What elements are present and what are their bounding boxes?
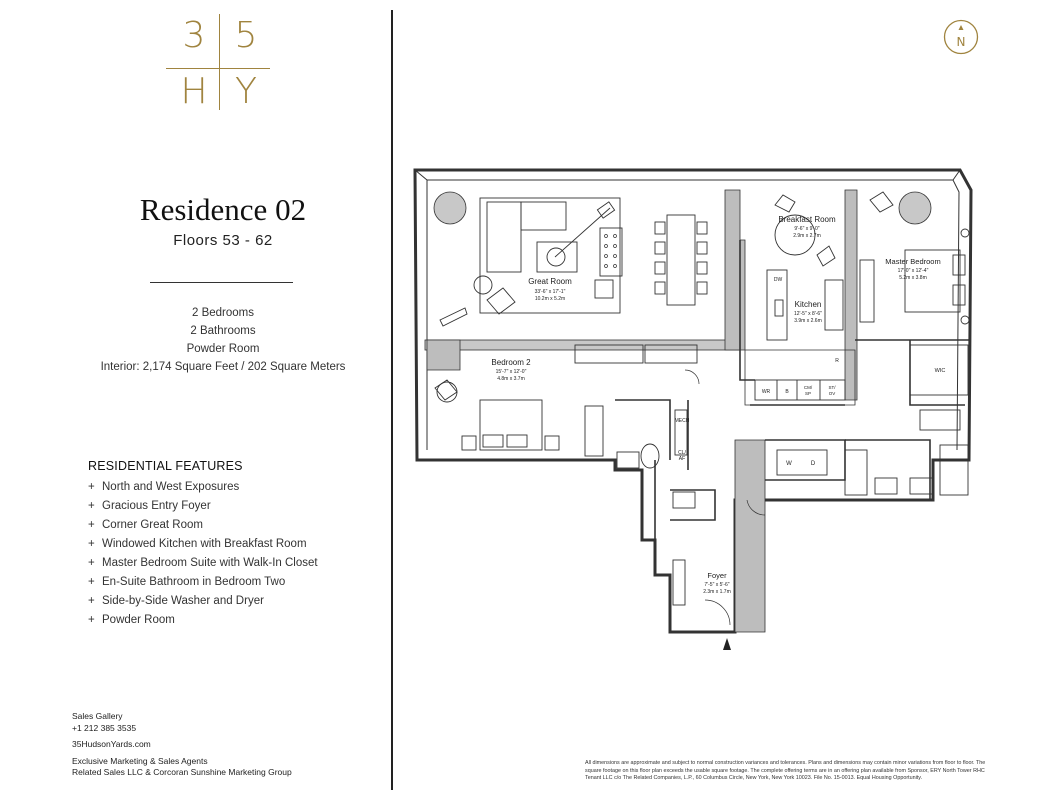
af-label: AF — [679, 456, 685, 462]
washer-label: W — [786, 461, 792, 467]
sales-phone[interactable]: +1 212 385 3535 — [72, 722, 137, 733]
foyer-label: Foyer — [707, 571, 727, 580]
agents-label: Exclusive Marketing & Sales Agents — [72, 755, 208, 766]
logo-horizontal-line — [166, 68, 270, 69]
great-room-dim-m: 10.2m x 5.2m — [535, 296, 565, 302]
logo: 3 5 H Y — [160, 14, 280, 114]
summary-powder-room: Powder Room — [186, 343, 260, 355]
breakfast-room-label: Breakfast Room — [778, 215, 836, 224]
b-label: B — [785, 389, 789, 395]
kitchen-label: Kitchen — [795, 300, 822, 309]
features-list: +North and West Exposures +Gracious Entr… — [88, 478, 318, 630]
summary-bedrooms: 2 Bedrooms — [191, 307, 254, 319]
bedroom-2-label: Bedroom 2 — [491, 358, 531, 367]
agents-names: Related Sales LLC & Corcoran Sunshine Ma… — [72, 767, 292, 777]
master-bedroom-dim-ft: 17'-0" x 12'-4" — [898, 268, 929, 274]
feature-item: +Side-by-Side Washer and Dryer — [88, 595, 264, 607]
feature-item: +North and West Exposures — [88, 481, 240, 493]
closet-label: CL/ — [678, 450, 686, 456]
breakfast-room-dim-m: 2.9m x 2.7m — [793, 233, 821, 239]
great-room-dim-ft: 33'-6" x 17'-1" — [535, 289, 566, 295]
residence-title: Residence 02 — [139, 192, 307, 227]
logo-letter-y: Y — [235, 71, 257, 112]
residence-summary: 2 Bedrooms 2 Bathrooms Powder Room Inter… — [0, 304, 446, 376]
foyer-dim-m: 2.3m x 1.7m — [703, 589, 731, 595]
website-link[interactable]: 35HudsonYards.com — [72, 739, 151, 749]
foyer-dim-ft: 7'-5" x 5'-6" — [704, 582, 729, 588]
dryer-label: D — [811, 461, 816, 467]
wic-label: WIC — [935, 368, 946, 374]
logo-vertical-line — [219, 14, 220, 110]
summary-bathrooms: 2 Bathrooms — [190, 325, 256, 337]
breakfast-room-dim-ft: 9'-6" x 9'-0" — [794, 226, 819, 232]
sp-label: SP — [805, 391, 811, 396]
mech-label: MECH — [675, 418, 690, 424]
cm-label: CM/ — [804, 385, 813, 390]
feature-item: +Windowed Kitchen with Breakfast Room — [88, 538, 307, 550]
residence-floors: Floors 53 - 62 — [173, 232, 273, 249]
feature-item: +Gracious Entry Foyer — [88, 500, 211, 512]
logo-digit-3: 3 — [182, 15, 206, 56]
kitchen-dim-m: 3.9m x 2.6m — [794, 318, 822, 324]
compass-letter: N — [957, 35, 966, 49]
ov-label: OV — [829, 391, 836, 396]
info-panel: 3 5 H Y Residence 02 Floors 53 - 62 2 Be… — [0, 0, 392, 800]
master-bedroom-label: Master Bedroom — [885, 257, 940, 266]
summary-interior-area: Interior: 2,174 Square Feet / 202 Square… — [100, 361, 346, 373]
logo-letter-h: H — [180, 71, 208, 112]
title-divider — [150, 282, 293, 283]
master-bedroom-dim-m: 5.2m x 3.8m — [899, 275, 927, 281]
bedroom-2-dim-ft: 15'-7" x 12'-0" — [496, 369, 527, 375]
features-heading: RESIDENTIAL FEATURES — [88, 459, 243, 473]
feature-item: +En-Suite Bathroom in Bedroom Two — [88, 576, 286, 588]
kitchen-dim-ft: 12'-5" x 8'-6" — [794, 311, 822, 317]
st-label: ST/ — [828, 385, 836, 390]
r-label: R — [835, 358, 839, 364]
dw-label: DW — [774, 277, 783, 283]
floor-plan: Great Room 33'-6" x 17'-1" 10.2m x 5.2m … — [413, 168, 973, 650]
bedroom-2-dim-m: 4.8m x 3.7m — [497, 376, 525, 382]
feature-item: +Corner Great Room — [88, 519, 203, 531]
wr-label: WR — [762, 389, 771, 395]
feature-item: +Master Bedroom Suite with Walk-In Close… — [88, 557, 318, 569]
contact-block: Sales Gallery +1 212 385 3535 35HudsonYa… — [72, 711, 292, 779]
north-compass-icon: N — [943, 19, 979, 55]
great-room-label: Great Room — [528, 277, 572, 286]
feature-item: +Powder Room — [88, 614, 175, 626]
sales-gallery-label: Sales Gallery — [72, 711, 123, 721]
logo-digit-5: 5 — [234, 15, 258, 56]
legal-disclaimer: All dimensions are approximate and subje… — [585, 760, 986, 781]
column-divider — [391, 10, 393, 790]
